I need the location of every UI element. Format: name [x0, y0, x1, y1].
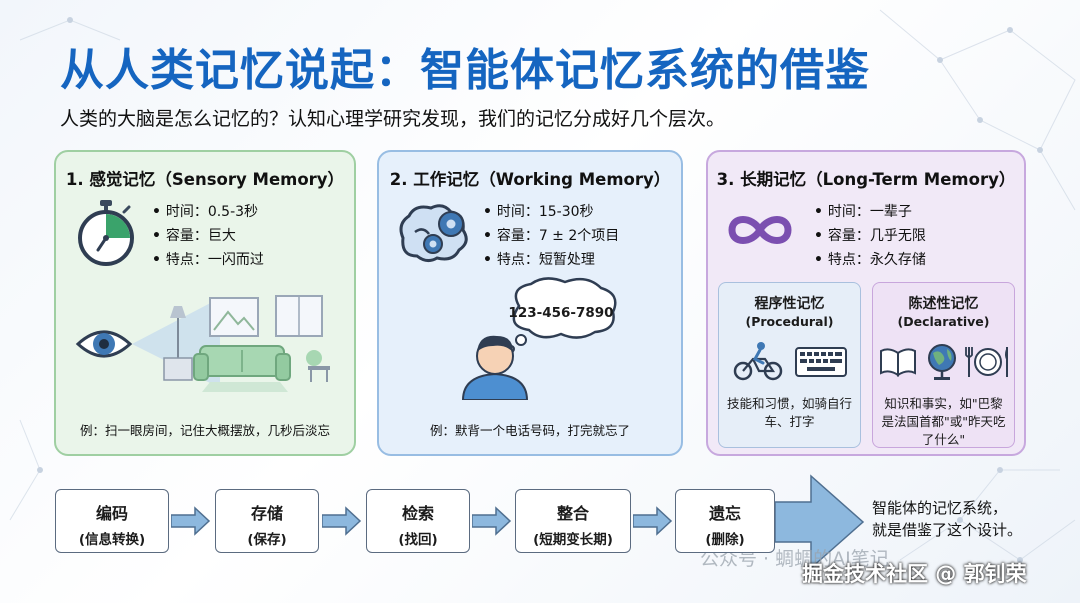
declarative-memory-card: 陈述性记忆 (Declarative) 知识和事实，如"巴黎是法国首都"或"昨天… — [872, 282, 1015, 448]
page-title: 从人类记忆说起：智能体记忆系统的借鉴 — [60, 45, 870, 96]
flow-step-sub: (找回) — [398, 532, 438, 548]
declarative-desc: 知识和事实，如"巴黎是法国首都"或"昨天吃了什么" — [881, 396, 1006, 447]
sensory-facts: 时间：0.5-3秒 容量：巨大 特点：一闪而过 — [152, 200, 264, 272]
flow-arrow-4 — [633, 506, 673, 536]
flow-step-name: 整合 — [556, 504, 589, 523]
flow-step-retrieve: 检索 (找回) — [366, 489, 470, 553]
person-icon — [461, 335, 529, 400]
working-fact-feature: 特点：短暂处理 — [483, 248, 619, 272]
procedural-desc: 技能和习惯，如骑自行车、打字 — [727, 396, 853, 429]
globe-icon — [928, 344, 956, 380]
long-term-fact-feature: 特点：永久存储 — [814, 248, 926, 272]
sensory-example: 例：扫一眼房间，记住大概摆放，几秒后淡忘 — [79, 423, 330, 438]
brain-gears-icon — [399, 204, 468, 263]
working-fact-time: 时间：15-30秒 — [483, 200, 619, 224]
long-term-fact-capacity: 容量：几乎无限 — [814, 224, 926, 248]
sensory-memory-card: 1. 感觉记忆（Sensory Memory） 时间：0.5-3秒 容量：巨大 … — [54, 150, 356, 456]
sensory-fact-capacity: 容量：巨大 — [152, 224, 264, 248]
conclusion-text: 智能体的记忆系统， 就是借鉴了这个设计。 — [872, 497, 1022, 541]
eye-viewing-room-illustration — [75, 295, 330, 392]
conclusion-line-1: 智能体的记忆系统， — [872, 499, 1008, 517]
flow-arrow-2 — [322, 506, 362, 536]
flow-step-store: 存储 (保存) — [215, 489, 319, 553]
flow-step-name: 编码 — [95, 504, 128, 523]
keyboard-icon — [795, 347, 847, 377]
phone-number-text: 123-456-7890 — [508, 305, 614, 321]
working-example: 例：默背一个电话号码，打完就忘了 — [429, 423, 630, 438]
wechat-watermark: 公众号 · 蜩蜩的AI笔记 — [700, 548, 889, 570]
flow-step-name: 遗忘 — [708, 504, 741, 523]
flow-step-encode: 编码 (信息转换) — [55, 489, 169, 553]
sensory-card-title: 1. 感觉记忆（Sensory Memory） — [65, 170, 345, 189]
procedural-title: 程序性记忆 — [754, 296, 825, 312]
flow-step-consolidate: 整合 (短期变长期) — [515, 489, 631, 553]
flow-arrow-1 — [171, 506, 211, 536]
procedural-en: (Procedural) — [745, 314, 834, 329]
conclusion-line-2: 就是借鉴了这个设计。 — [872, 521, 1023, 539]
long-term-card-title: 3. 长期记忆（Long-Term Memory） — [716, 170, 1016, 189]
flow-step-sub: (信息转换) — [78, 532, 146, 548]
working-facts: 时间：15-30秒 容量：7 ± 2个项目 特点：短暂处理 — [483, 200, 619, 272]
flow-step-sub: (短期变长期) — [533, 532, 613, 548]
cutlery-icon — [965, 347, 1008, 377]
sensory-fact-time: 时间：0.5-3秒 — [152, 200, 264, 224]
working-memory-card: 2. 工作记忆（Working Memory） 时间：15-30秒 容量：7 ±… — [377, 150, 683, 456]
working-card-title: 2. 工作记忆（Working Memory） — [389, 170, 671, 189]
flow-step-sub: (删除) — [705, 532, 745, 548]
site-watermark: 掘金技术社区 @ 郭钊荣 — [802, 562, 1027, 586]
eye-icon — [75, 330, 133, 358]
long-term-memory-card: 3. 长期记忆（Long-Term Memory） 时间：一辈子 容量：几乎无限… — [706, 150, 1026, 456]
long-term-fact-time: 时间：一辈子 — [814, 200, 926, 224]
flow-step-sub: (保存) — [247, 532, 287, 548]
stopwatch-icon — [78, 200, 134, 266]
sensory-fact-feature: 特点：一闪而过 — [152, 248, 264, 272]
working-fact-capacity: 容量：7 ± 2个项目 — [483, 224, 619, 248]
flow-step-forget: 遗忘 (删除) — [675, 489, 775, 553]
procedural-memory-card: 程序性记忆 (Procedural) 技能和习惯，如骑自行车、打字 — [718, 282, 861, 448]
long-term-facts: 时间：一辈子 容量：几乎无限 特点：永久存储 — [814, 200, 926, 272]
bicycle-icon — [733, 342, 783, 381]
flow-arrow-3 — [472, 506, 512, 536]
infinity-icon — [728, 216, 792, 244]
page-subtitle: 人类的大脑是怎么记忆的？认知心理学研究发现，我们的记忆分成好几个层次。 — [60, 108, 726, 130]
flow-step-name: 检索 — [401, 504, 434, 523]
declarative-en: (Declarative) — [897, 314, 990, 329]
flow-step-name: 存储 — [250, 504, 283, 523]
declarative-title: 陈述性记忆 — [908, 296, 979, 312]
book-icon — [880, 348, 916, 377]
flow-big-arrow — [775, 474, 865, 570]
